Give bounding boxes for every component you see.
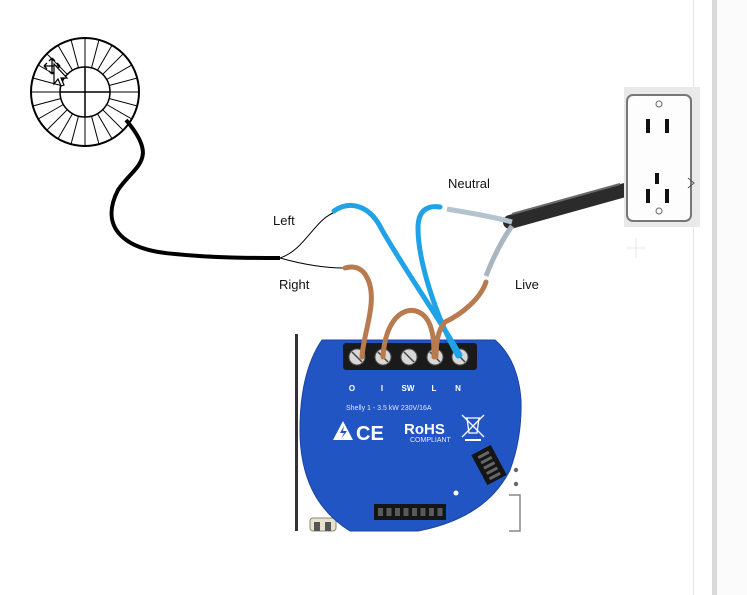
wire-right-thin (279, 257, 345, 269)
label-neutral: Neutral (448, 176, 490, 191)
relay-connector-right (471, 444, 507, 486)
connector-pin (437, 508, 443, 516)
terminal-screw-slot (351, 351, 363, 363)
rohs-mark: RoHS (404, 421, 445, 438)
fixture-ray (32, 98, 62, 107)
weee-bin-icon (461, 414, 485, 441)
relay-connector-bottom (374, 504, 446, 520)
wire-live-brown (433, 279, 489, 360)
terminal-label-i: I (381, 384, 383, 393)
wire-fixture (109, 118, 281, 260)
connector-pin (412, 508, 417, 516)
connector-pin (403, 508, 409, 516)
cable-sheath-neutral (446, 206, 513, 225)
terminal-label-sw: SW (402, 384, 415, 393)
label-live: Live (515, 277, 539, 292)
fixture-ray (91, 115, 100, 145)
fixture-ray (108, 98, 138, 107)
fixture-ray (46, 53, 68, 75)
shelly-relay-module: O I SW L N Shelly 1 - 3.5 kW 230V/16A CE… (295, 334, 522, 532)
terminal-label-n: N (455, 384, 461, 393)
terminal-labels: O I SW L N (349, 384, 461, 393)
fixture-ray (106, 64, 133, 80)
fixture-ray (91, 39, 100, 69)
fixture-ray (106, 104, 133, 120)
rohs-compliant: COMPLIANT (410, 437, 452, 444)
fixture-ray (57, 113, 73, 140)
fixture-ray (37, 104, 64, 120)
move-cursor-icon[interactable] (43, 57, 69, 87)
wall-outlet-icon (624, 87, 700, 227)
status-led (453, 490, 459, 496)
fixture-ray (70, 115, 79, 145)
fixture-ray (102, 109, 124, 131)
terminal-label-l: L (432, 384, 437, 393)
connector-pin (386, 508, 392, 516)
fixture-ray (97, 44, 113, 71)
connector-pin (395, 508, 400, 516)
terminal-screw-slot (403, 351, 415, 363)
cable-sheath-live (483, 224, 515, 277)
wire-bridge-brown (380, 307, 437, 360)
wire-right-brown (342, 264, 374, 360)
label-right: Right (279, 277, 310, 292)
relay-rating: Shelly 1 - 3.5 kW 230V/16A (346, 405, 432, 412)
fixture-ray (32, 77, 62, 86)
fixture-ray (70, 39, 79, 69)
label-left: Left (273, 213, 295, 228)
connector-pin (420, 508, 426, 516)
outlet-cable (503, 183, 632, 229)
ce-mark: CE (356, 423, 384, 445)
connector-pin (429, 508, 434, 516)
terminal-label-o: O (349, 384, 355, 393)
fixture-ray (108, 77, 138, 86)
fixture-ray (102, 53, 124, 75)
connector-pin (378, 508, 383, 516)
window-scrollbar[interactable] (693, 0, 747, 595)
crosshair-marker (626, 238, 646, 258)
wire-left-thin (279, 211, 337, 259)
fixture-ray (57, 44, 73, 71)
warning-icon (333, 421, 353, 440)
light-fixture-icon (30, 37, 140, 147)
fixture-ray (46, 109, 68, 131)
fixture-ray (97, 113, 113, 140)
